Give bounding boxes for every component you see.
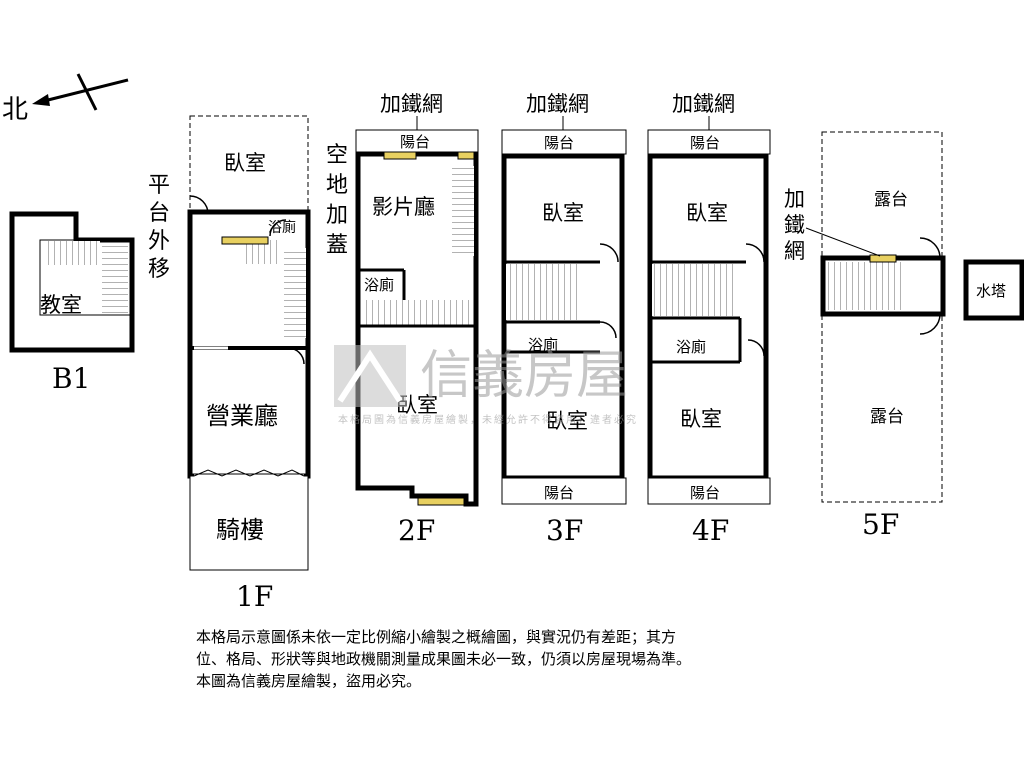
5f-mesh: 加鐵網 [784,187,805,263]
2f-label: 2F [398,514,435,547]
b1-label: B1 [52,362,90,395]
disclaimer-line-3: 本圖為信義房屋繪製，盜用必究。 [196,672,422,690]
disclaimer-line-1: 本格局示意圖係未依一定比例縮小繪製之概繪圖，與實況仍有差距；其方 [196,628,677,646]
2f-balcony: 陽台 [400,133,430,151]
compass: 北 [2,73,129,125]
north-label: 北 [2,95,28,125]
2f-bath: 浴廁 [364,276,394,294]
disclaimer-line-2: 位、格局、形狀等與地政機關測量成果圖未必一致，仍須以房屋現場為準。 [196,650,692,668]
1f-bath: 浴廁 [268,219,296,236]
2f-mesh: 加鐵網 [380,92,443,116]
floor-5f: 露台 露台 加鐵網 5F 水塔 [784,131,1024,541]
water-tower: 水塔 [976,282,1006,300]
1f-bedroom: 臥室 [224,151,266,175]
1f-label: 1F [236,580,273,613]
floor-4f: 陽台 臥室 浴廁 臥室 陽台 加鐵網 4F [647,92,771,547]
4f-mesh: 加鐵網 [672,92,735,116]
b1-classroom: 教室 [40,293,82,317]
1f-business-hall: 營業廳 [206,402,278,430]
1f-empty-lot-note: 空地加蓋 [326,143,348,258]
4f-balcony-top: 陽台 [690,134,720,152]
floor-1f: 臥室 浴廁 營業廳 騎樓 1F 平台外移 空地加蓋 [148,115,348,613]
1f-platform-note: 平台外移 [148,173,170,282]
disclaimer: 本格局示意圖係未依一定比例縮小繪製之概繪圖，與實況仍有差距；其方 位、格局、形狀… [196,626,896,692]
3f-bath: 浴廁 [528,336,558,354]
4f-bedroom-top: 臥室 [686,201,728,225]
2f-theater: 影片廳 [372,195,435,219]
floor-2f: 陽台 影片廳 浴廁 臥室 加鐵網 2F [355,92,479,547]
3f-balcony-top: 陽台 [544,134,574,152]
3f-mesh: 加鐵網 [526,92,589,116]
4f-balcony-bottom: 陽台 [690,484,720,502]
4f-bedroom-bottom: 臥室 [680,407,722,431]
floor-3f: 陽台 臥室 浴廁 臥室 陽台 加鐵網 3F [501,92,627,547]
floor-b1: 教室 B1 [9,211,135,395]
4f-bath: 浴廁 [676,338,706,356]
3f-label: 3F [546,514,583,547]
1f-arcade: 騎樓 [216,516,264,544]
3f-bedroom-top: 臥室 [542,201,584,225]
5f-terrace-bottom: 露台 [870,407,904,427]
2f-bedroom: 臥室 [396,393,438,417]
5f-terrace-top: 露台 [874,190,908,210]
4f-label: 4F [692,514,729,547]
3f-bedroom-bottom: 臥室 [546,409,588,433]
5f-label: 5F [862,508,899,541]
3f-balcony-bottom: 陽台 [544,484,574,502]
